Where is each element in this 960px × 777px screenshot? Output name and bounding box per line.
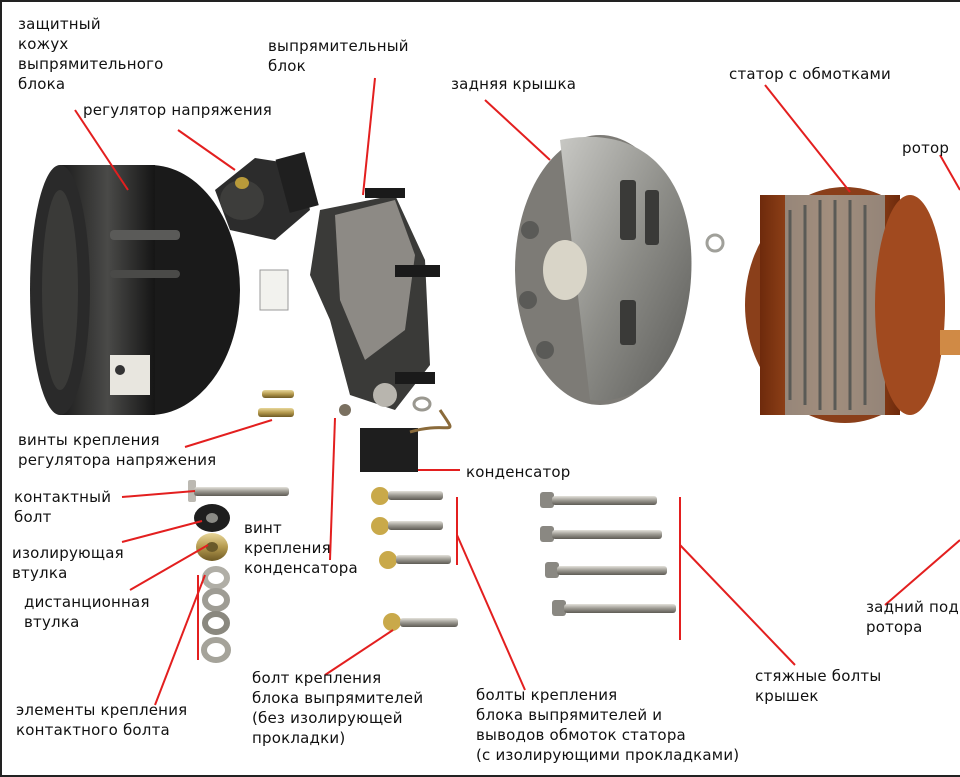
label-tie-bolts: стяжные болты крышек (755, 667, 882, 705)
label-fasteners: элементы крепления контактного болта (16, 701, 188, 739)
label-shield: защитный кожух выпрямительного блока (18, 15, 164, 93)
label-rotor: ротор (902, 139, 950, 157)
label-rect-bolt: болт крепления блока выпрямителей (без и… (252, 669, 424, 747)
capacitor-part (339, 396, 452, 472)
rectifier-bolt-part (383, 613, 458, 631)
label-capacitor: конденсатор (466, 463, 571, 481)
label-spacer-sleeve: дистанционная втулка (24, 593, 150, 631)
contact-bolt-part (188, 480, 289, 502)
label-rear-bearing: задний под ротора (866, 598, 959, 636)
shield-cover-part (30, 165, 240, 415)
rear-cover-part (515, 135, 760, 405)
frame-bottom-border (0, 775, 960, 777)
tie-bolts-part (540, 492, 676, 616)
label-regulator: регулятор напряжения (83, 101, 272, 119)
leader-lines (74, 77, 960, 706)
label-stator: статор с обмотками (729, 65, 891, 83)
frame-top-border (0, 0, 960, 2)
stator-part (745, 187, 960, 423)
label-rect-bolts-stator: болты крепления блока выпрямителей и выв… (476, 686, 740, 764)
label-contact-bolt: контактный болт (14, 488, 112, 526)
bolt-fasteners-part (201, 566, 231, 663)
frame-left-border (0, 0, 2, 777)
regulator-screws-part (258, 390, 294, 417)
label-insul-sleeve: изолирующая втулка (12, 544, 124, 582)
label-reg-screws: винты крепления регулятора напряжения (18, 431, 217, 469)
label-rectifier: выпрямительный блок (268, 37, 409, 75)
rectifier-block-part (259, 188, 440, 410)
spacer-sleeve-part (196, 533, 228, 561)
label-cap-screw: винт крепления конденсатора (244, 519, 358, 577)
label-rear-cover: задняя крышка (451, 75, 577, 93)
rectifier-stator-bolts-part (371, 487, 451, 569)
insulating-sleeve-part (194, 504, 230, 532)
voltage-regulator-part (215, 152, 319, 240)
